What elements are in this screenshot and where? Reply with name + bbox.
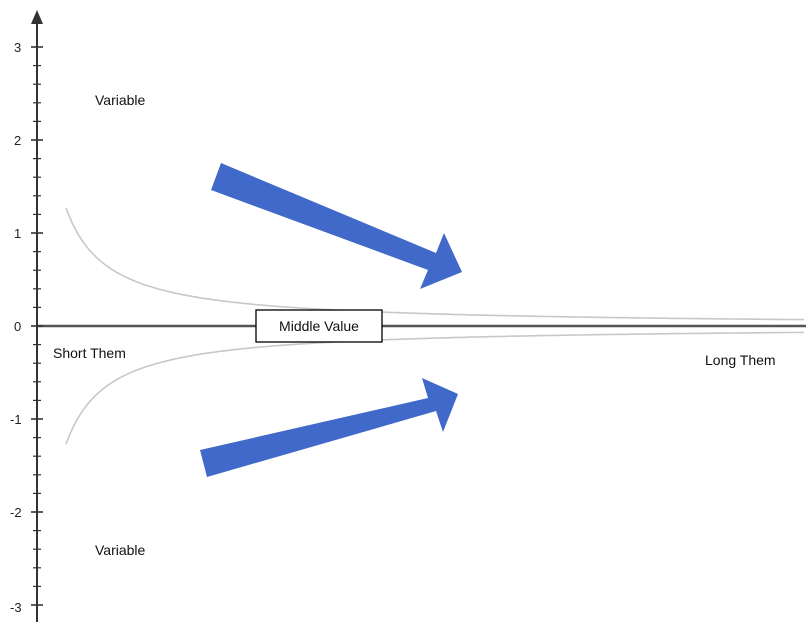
- y-tick-label-m1: -1: [10, 412, 22, 427]
- middle-value-box-frame: [255, 309, 383, 343]
- lower-rise-curve: [65, 331, 804, 445]
- upper-variable-label: Variable: [95, 92, 146, 108]
- y-tick-label-3: 3: [14, 40, 21, 55]
- middle-value-box: Middle Value: [255, 309, 383, 343]
- middle-value-label: Middle Value: [279, 318, 359, 334]
- y-axis-arrowhead: [31, 10, 43, 24]
- lower-variable-label: Variable: [95, 542, 146, 558]
- y-tick-label-2: 2: [14, 133, 21, 148]
- upper-decay-curve: [65, 207, 804, 321]
- y-tick-label-m3: -3: [10, 600, 22, 615]
- y-tick-label-0: 0: [14, 319, 21, 334]
- arrow-up-right-icon: [200, 378, 458, 477]
- long-term-label: Long Them: [705, 352, 776, 368]
- y-axis-ticks: [31, 46, 43, 606]
- y-tick-label-m2: -2: [10, 505, 22, 520]
- y-tick-label-1: 1: [14, 226, 21, 241]
- short-term-label: Short Them: [53, 345, 126, 361]
- arrow-down-right-icon: [211, 163, 462, 289]
